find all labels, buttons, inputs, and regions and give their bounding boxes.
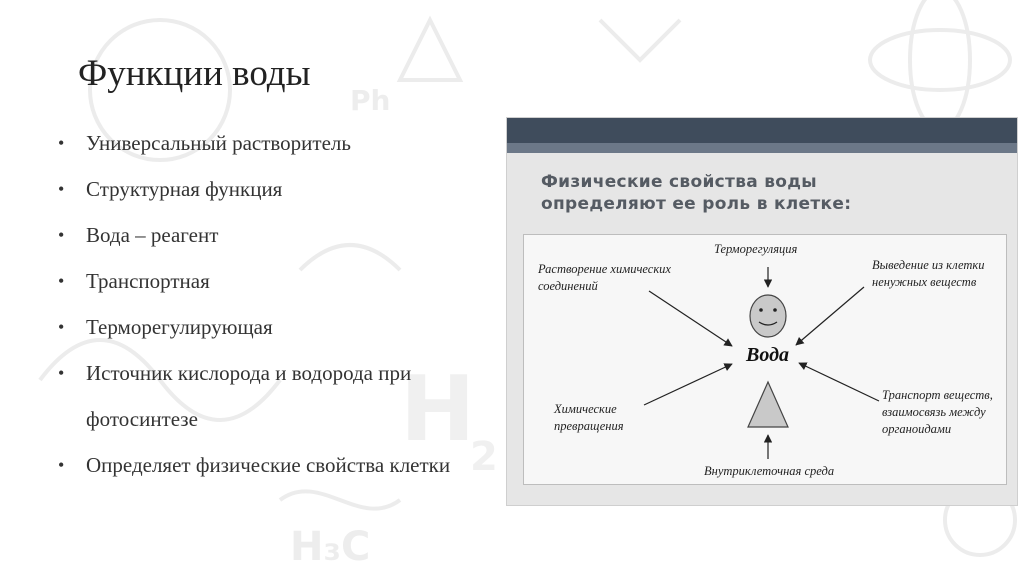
panel-heading-line-1: Физические свойства воды [541,172,817,192]
slide-title: Функции воды [78,53,311,94]
diagram-graphics [643,267,880,459]
bullet-text: Транспортная [86,269,210,293]
bullet-marker: • [58,179,65,199]
triangle-shape [747,380,789,428]
panel-heading: Физические свойства воды определяют ее р… [541,171,1001,215]
smiley-face-icon [749,294,787,338]
bullet-item: • Универсальный растворитель [58,120,498,166]
bullet-item: • Источник кислорода и водорода при фото… [58,350,498,442]
h2-doodle: H [400,357,475,462]
bullet-marker: • [58,271,65,291]
bullet-text: Определяет физические свойства клетки [86,453,451,477]
panel-top-bar [507,118,1017,143]
bullet-item: • Определяет физические свойства клетки [58,442,498,488]
diagram-center-label: Вода [746,344,789,366]
water-properties-panel: Физические свойства воды определяют ее р… [506,117,1018,506]
bullet-text: Структурная функция [86,177,283,201]
label-transport: Транспорт веществ, взаимосвязь между орг… [882,388,993,436]
label-chemical: Химические превращения [554,402,624,433]
svg-text:2: 2 [470,434,498,480]
flask-outline-icon [88,18,232,162]
bullet-marker: • [58,133,65,153]
bullet-item: • Транспортная [58,258,498,304]
bullet-marker: • [58,363,65,383]
label-removal: Выведение из клетки ненужных веществ [872,258,985,289]
bullet-marker: • [58,225,65,245]
arrow-from-dissolving [648,290,733,347]
bullet-marker: • [58,317,65,337]
bullet-item: • Структурная функция [58,166,498,212]
bullet-text: Универсальный растворитель [86,131,351,155]
bullet-text: Вода – реагент [86,223,219,247]
arrow-from-transport [798,362,880,402]
arrow-from-chemical [643,363,733,406]
arrow-from-removal [795,286,865,346]
bullet-list: • Универсальный растворитель • Структурн… [58,120,498,488]
bullet-marker: • [58,455,65,475]
panel-accent-bar [507,143,1017,153]
bullet-text: Источник кислорода и водорода при фотоси… [86,361,412,431]
bullet-text: Терморегулирующая [86,315,273,339]
bullet-item: • Вода – реагент [58,212,498,258]
label-intracellular: Внутриклеточная среда [704,464,835,478]
label-thermoregulation: Терморегуляция [714,242,798,256]
panel-heading-line-2: определяют ее роль в клетке: [541,194,852,214]
svg-text:H₃C: H₃C [290,524,370,570]
water-roles-diagram: Вода Терморегуляция Растворение химическ… [523,234,1007,485]
svg-text:Ph: Ph [350,84,390,117]
bullet-item: • Терморегулирующая [58,304,498,350]
label-dissolving: Растворение химических соединений [538,262,671,293]
